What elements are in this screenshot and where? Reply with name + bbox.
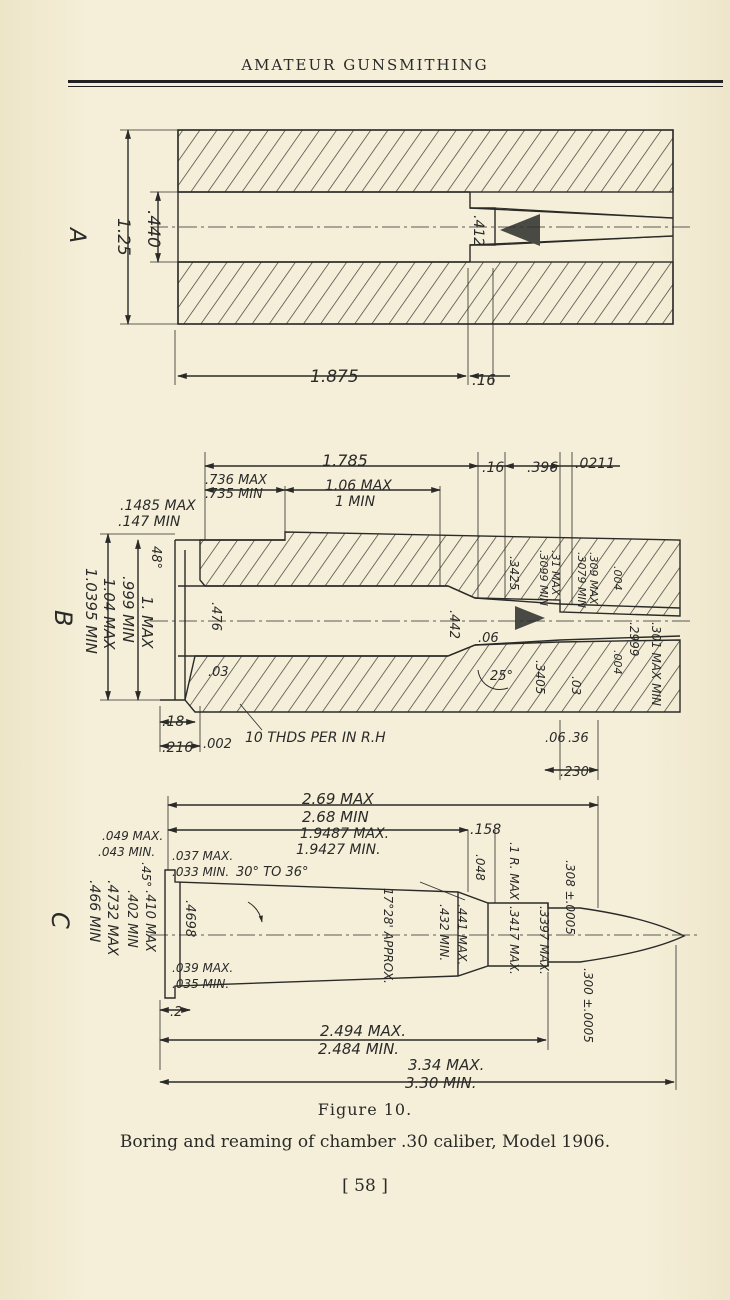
dim-c-268: 2.68 MIN xyxy=(302,808,369,826)
dim-c-2484: 2.484 MIN. xyxy=(318,1040,399,1058)
dim-c-2494: 2.494 MAX. xyxy=(320,1022,406,1040)
dim-c-049: .049 MAX. xyxy=(102,829,163,843)
dim-c-3397: .3397 MAX. xyxy=(537,906,551,975)
dim-a-bore: .440 xyxy=(143,210,163,248)
dim-b-735: .735 MIN xyxy=(205,487,263,502)
dim-b-25deg: 25° xyxy=(490,669,513,684)
dim-a-overall: 1.25 xyxy=(113,218,133,256)
dim-c-1728: 17°28' APPROX. xyxy=(381,888,395,984)
dim-b-004b: .004 xyxy=(611,650,624,675)
dim-b-48deg: 48° xyxy=(148,546,163,569)
dim-c-45deg: .45° xyxy=(139,862,153,887)
dim-b-2999: .2999 xyxy=(627,622,641,656)
dim-c-048: .048 xyxy=(473,854,487,881)
dim-c-037: .037 MAX. xyxy=(172,849,233,863)
dim-b-216: .216 xyxy=(162,740,193,756)
dim-b-230: .230 xyxy=(560,765,589,780)
dim-b-476: .476 xyxy=(208,602,223,631)
dim-b-03b: .03 xyxy=(569,676,583,695)
dim-c-2: .2 xyxy=(170,1005,182,1020)
dim-c-angle: 30° TO 36° xyxy=(236,865,309,880)
dim-c-334: 3.34 MAX. xyxy=(408,1056,484,1074)
dim-b-31max: .31 MAX xyxy=(549,550,562,596)
dim-c-033: .033 MIN. xyxy=(172,865,229,879)
dim-b-36: .36 xyxy=(568,731,589,746)
figure-title: Figure 10. xyxy=(317,1100,413,1119)
dim-c-4698: .4698 xyxy=(182,900,197,937)
dim-b-736: .736 MAX xyxy=(205,473,268,488)
dim-b-03: .03 xyxy=(208,665,229,680)
dim-b-1785: 1.785 xyxy=(322,451,368,470)
dim-b-442: .442 xyxy=(446,610,461,639)
dim-b-10395: 1.0395 MIN xyxy=(82,568,100,654)
dim-c-158: .158 xyxy=(470,822,501,838)
dim-b-3099: .3099 MIN xyxy=(537,550,550,606)
dim-c-1rmax: .1 R. MAX xyxy=(507,842,521,901)
view-c xyxy=(150,796,700,1090)
dim-b-301: .301 MAX MIN xyxy=(649,622,663,706)
view-c-label: C xyxy=(46,912,74,929)
dim-b-309: .309 MAX xyxy=(587,552,600,605)
dim-b-1min: 1 MIN xyxy=(335,494,376,510)
page-number: [ 58 ] xyxy=(342,1176,388,1196)
dim-b-1max: 1. MAX xyxy=(138,596,156,649)
dim-c-432: .432 MIN. xyxy=(437,904,451,961)
dim-b-0211: .0211 xyxy=(575,456,615,472)
dim-b-3425: .3425 xyxy=(507,556,521,590)
dim-c-19427: 1.9427 MIN. xyxy=(296,842,381,858)
dim-c-269: 2.69 MAX xyxy=(302,790,374,808)
dim-b-3405: .3405 xyxy=(533,660,547,694)
view-a xyxy=(120,129,690,385)
dim-c-308: .308 ±.0005 xyxy=(563,860,577,935)
view-a-label: A xyxy=(64,226,89,243)
dim-c-441: .441 MAX. xyxy=(455,904,469,965)
dim-c-300: .300 ±.0005 xyxy=(581,968,595,1043)
dim-c-043: .043 MIN. xyxy=(98,845,155,859)
dim-b-104: 1.04 MAX xyxy=(100,578,118,650)
dim-c-3417: .3417 MAX. xyxy=(507,906,521,975)
dim-c-466: .466 MIN xyxy=(86,880,102,943)
dim-c-035: .035 MIN. xyxy=(172,977,229,991)
dim-b-002: .002 xyxy=(203,737,232,752)
header-rule-thick xyxy=(68,80,723,83)
dim-a-throat: .412 xyxy=(470,215,486,246)
dim-b-004a: .004 xyxy=(611,566,624,591)
dim-c-4732: .4732 MAX xyxy=(104,880,120,956)
dim-b-106: 1.06 MAX xyxy=(325,478,392,494)
dim-c-330: 3.30 MIN. xyxy=(405,1074,477,1092)
dim-b-06: .06 xyxy=(478,631,499,646)
dim-b-3079: .3079 MIN xyxy=(575,552,588,608)
running-head: AMATEUR GUNSMITHING xyxy=(241,56,489,74)
dim-b-06b: .06 xyxy=(545,731,566,746)
view-b-label: B xyxy=(49,610,77,626)
dim-b-1485: .1485 MAX xyxy=(120,498,196,514)
figure-caption: Boring and reaming of chamber .30 calibe… xyxy=(119,1132,611,1152)
dim-b-16: .16 xyxy=(482,460,504,476)
dim-a-throat-length: .16 xyxy=(472,371,496,389)
dim-c-039: .039 MAX. xyxy=(172,961,233,975)
dim-b-147: .147 MIN xyxy=(118,514,181,530)
dim-b-999: .999 MIN xyxy=(119,576,137,643)
dim-b-18: .18 xyxy=(162,714,184,730)
dim-c-410: .410 MAX xyxy=(142,890,157,953)
dim-a-length: 1.875 xyxy=(310,367,359,387)
dim-b-threads: 10 THDS PER IN R.H xyxy=(245,730,386,746)
header-rule-thin xyxy=(68,86,723,87)
view-b xyxy=(100,452,690,780)
dim-b-396: .396 xyxy=(527,460,558,476)
dim-c-402: .402 MIN xyxy=(124,890,139,948)
dim-c-19487: 1.9487 MAX. xyxy=(300,826,389,842)
